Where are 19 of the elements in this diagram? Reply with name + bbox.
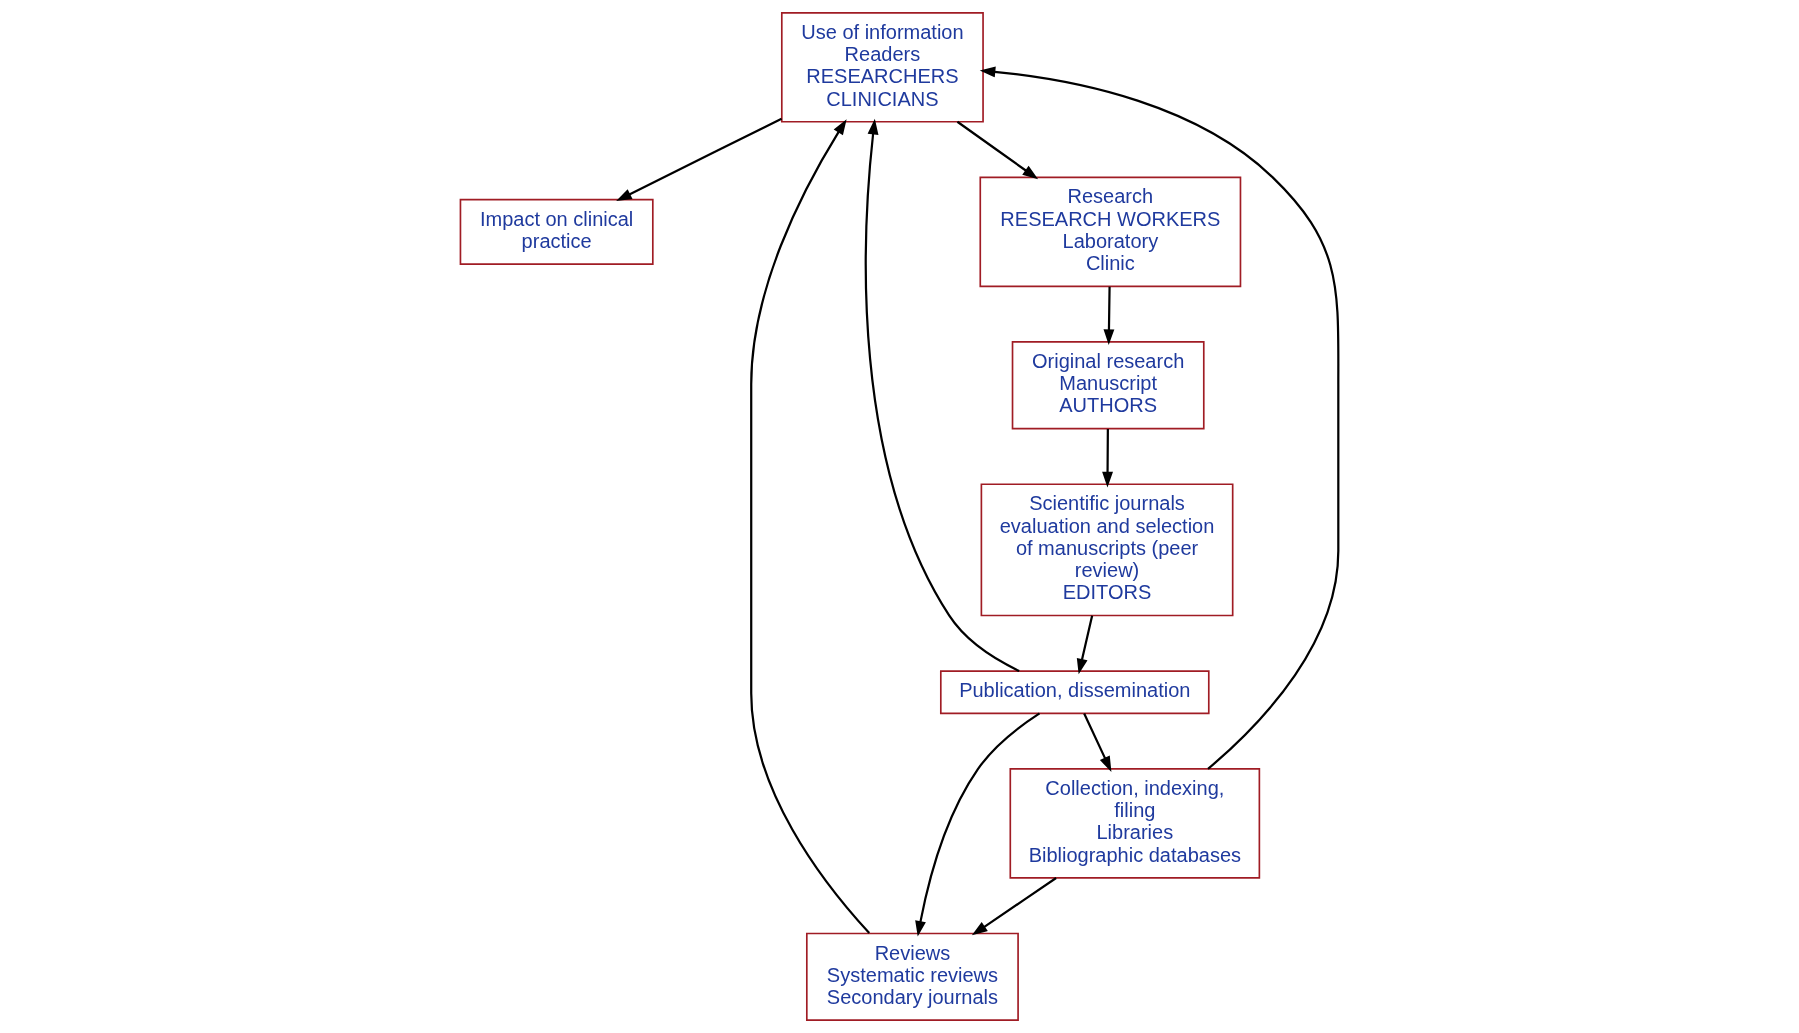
node-box: Impact on clinical practice — [459, 198, 654, 265]
arrow — [864, 118, 1020, 672]
node-box: Reviews Systematic reviews Secondary journals — [805, 932, 1019, 1022]
arrow — [1102, 429, 1114, 488]
arrow — [956, 120, 1039, 180]
node-box: Original research Manuscript AUTHORS — [1011, 341, 1205, 430]
arrow — [1083, 713, 1112, 772]
arrow — [616, 117, 783, 202]
arrow — [979, 66, 1340, 770]
node-box: Research RESEARCH WORKERS Laboratory Clinic — [979, 176, 1242, 288]
arrow — [1076, 615, 1094, 675]
arrow — [1103, 286, 1115, 345]
arrow — [971, 877, 1057, 936]
arrow — [915, 712, 1041, 937]
node-box: Scientific journals evaluation and selection of manuscripts (peer review) EDITORS — [980, 483, 1234, 617]
node-box: Publication, dissemination — [939, 670, 1210, 715]
arrow — [750, 119, 871, 934]
node-box: Use of information Readers RESEARCHERS CLINICIANS — [780, 11, 984, 123]
node-box: Collection, indexing, filing Libraries Bibliographic databases — [1009, 768, 1261, 879]
